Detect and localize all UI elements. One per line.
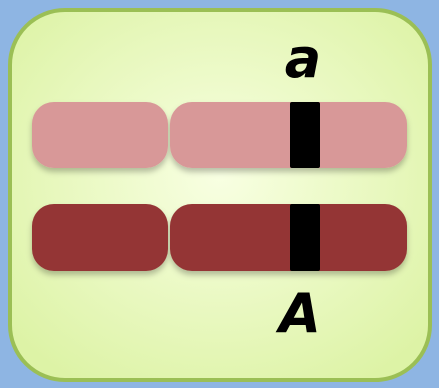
bottom-allele-label: A [275, 282, 321, 345]
top-chromosome-left-arm [32, 102, 168, 168]
bottom-gene-band [290, 204, 320, 271]
panel [8, 8, 432, 382]
top-gene-band [290, 102, 320, 168]
top-chromosome [32, 102, 407, 168]
bottom-chromosome-left-arm [32, 204, 168, 271]
bottom-chromosome-right-arm [170, 204, 407, 271]
bottom-chromosome [32, 204, 407, 271]
top-chromosome-right-arm [170, 102, 407, 168]
top-allele-label: a [285, 27, 321, 90]
